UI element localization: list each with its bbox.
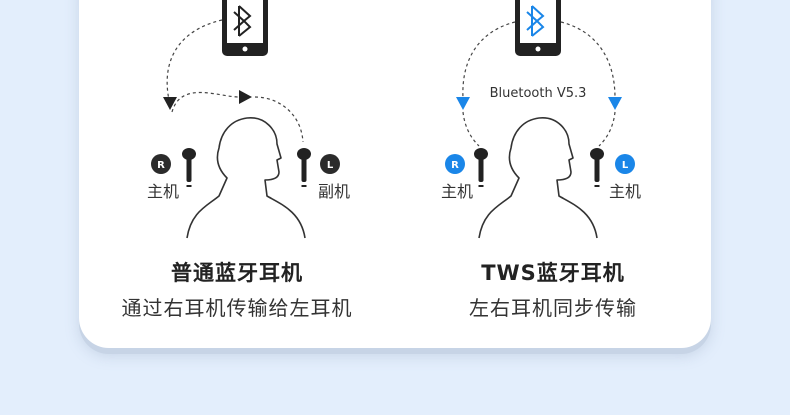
bluetooth-icon (233, 5, 252, 37)
standard-title: 普通蓝牙耳机 (171, 261, 303, 285)
standard-earphone-panel: R 主机 L 副机 普通蓝牙耳机 通过右耳机传输给左耳机 (79, 0, 395, 350)
left-earphone-label: 副机 (318, 182, 350, 201)
right-earphone-icon (182, 148, 196, 187)
head-silhouette-icon (186, 117, 306, 239)
tws-connection-diagram: Bluetooth V5.3 R 主机 L 主机 (441, 0, 641, 239)
left-earphone-icon (297, 148, 311, 187)
phone-icon (515, 0, 561, 56)
arrow-right-icon (239, 90, 252, 104)
phone-to-right-link (166, 19, 223, 101)
svg-text:R: R (451, 160, 459, 171)
right-earphone-label: 主机 (147, 182, 179, 201)
left-earphone-label: 主机 (609, 182, 641, 201)
right-earphone-icon (474, 148, 488, 187)
head-silhouette-icon (478, 117, 598, 239)
tws-subtitle: 左右耳机同步传输 (469, 296, 637, 320)
bluetooth-icon (526, 5, 545, 37)
right-badge: R (151, 154, 171, 174)
left-badge: L (615, 154, 635, 174)
bluetooth-version-label: Bluetooth V5.3 (490, 86, 587, 101)
tws-title: TWS蓝牙耳机 (481, 261, 625, 285)
arrow-down-left-icon (456, 97, 470, 110)
tws-earphone-panel: Bluetooth V5.3 R 主机 L 主机 TWS蓝牙耳机 左右耳机同步传… (395, 0, 711, 350)
svg-text:L: L (327, 160, 334, 171)
right-earphone-label: 主机 (441, 182, 473, 201)
phone-icon (222, 0, 268, 56)
comparison-card (79, 0, 711, 348)
svg-text:R: R (157, 160, 165, 171)
arrow-down-icon (163, 97, 177, 110)
svg-text:L: L (622, 160, 629, 171)
left-earphone-icon (590, 148, 604, 187)
right-to-left-relay-link (171, 91, 240, 113)
right-badge: R (445, 154, 465, 174)
arrow-down-right-icon (608, 97, 622, 110)
left-badge: L (320, 154, 340, 174)
standard-subtitle: 通过右耳机传输给左耳机 (121, 296, 353, 320)
standard-connection-diagram: R 主机 L 副机 (147, 0, 350, 239)
